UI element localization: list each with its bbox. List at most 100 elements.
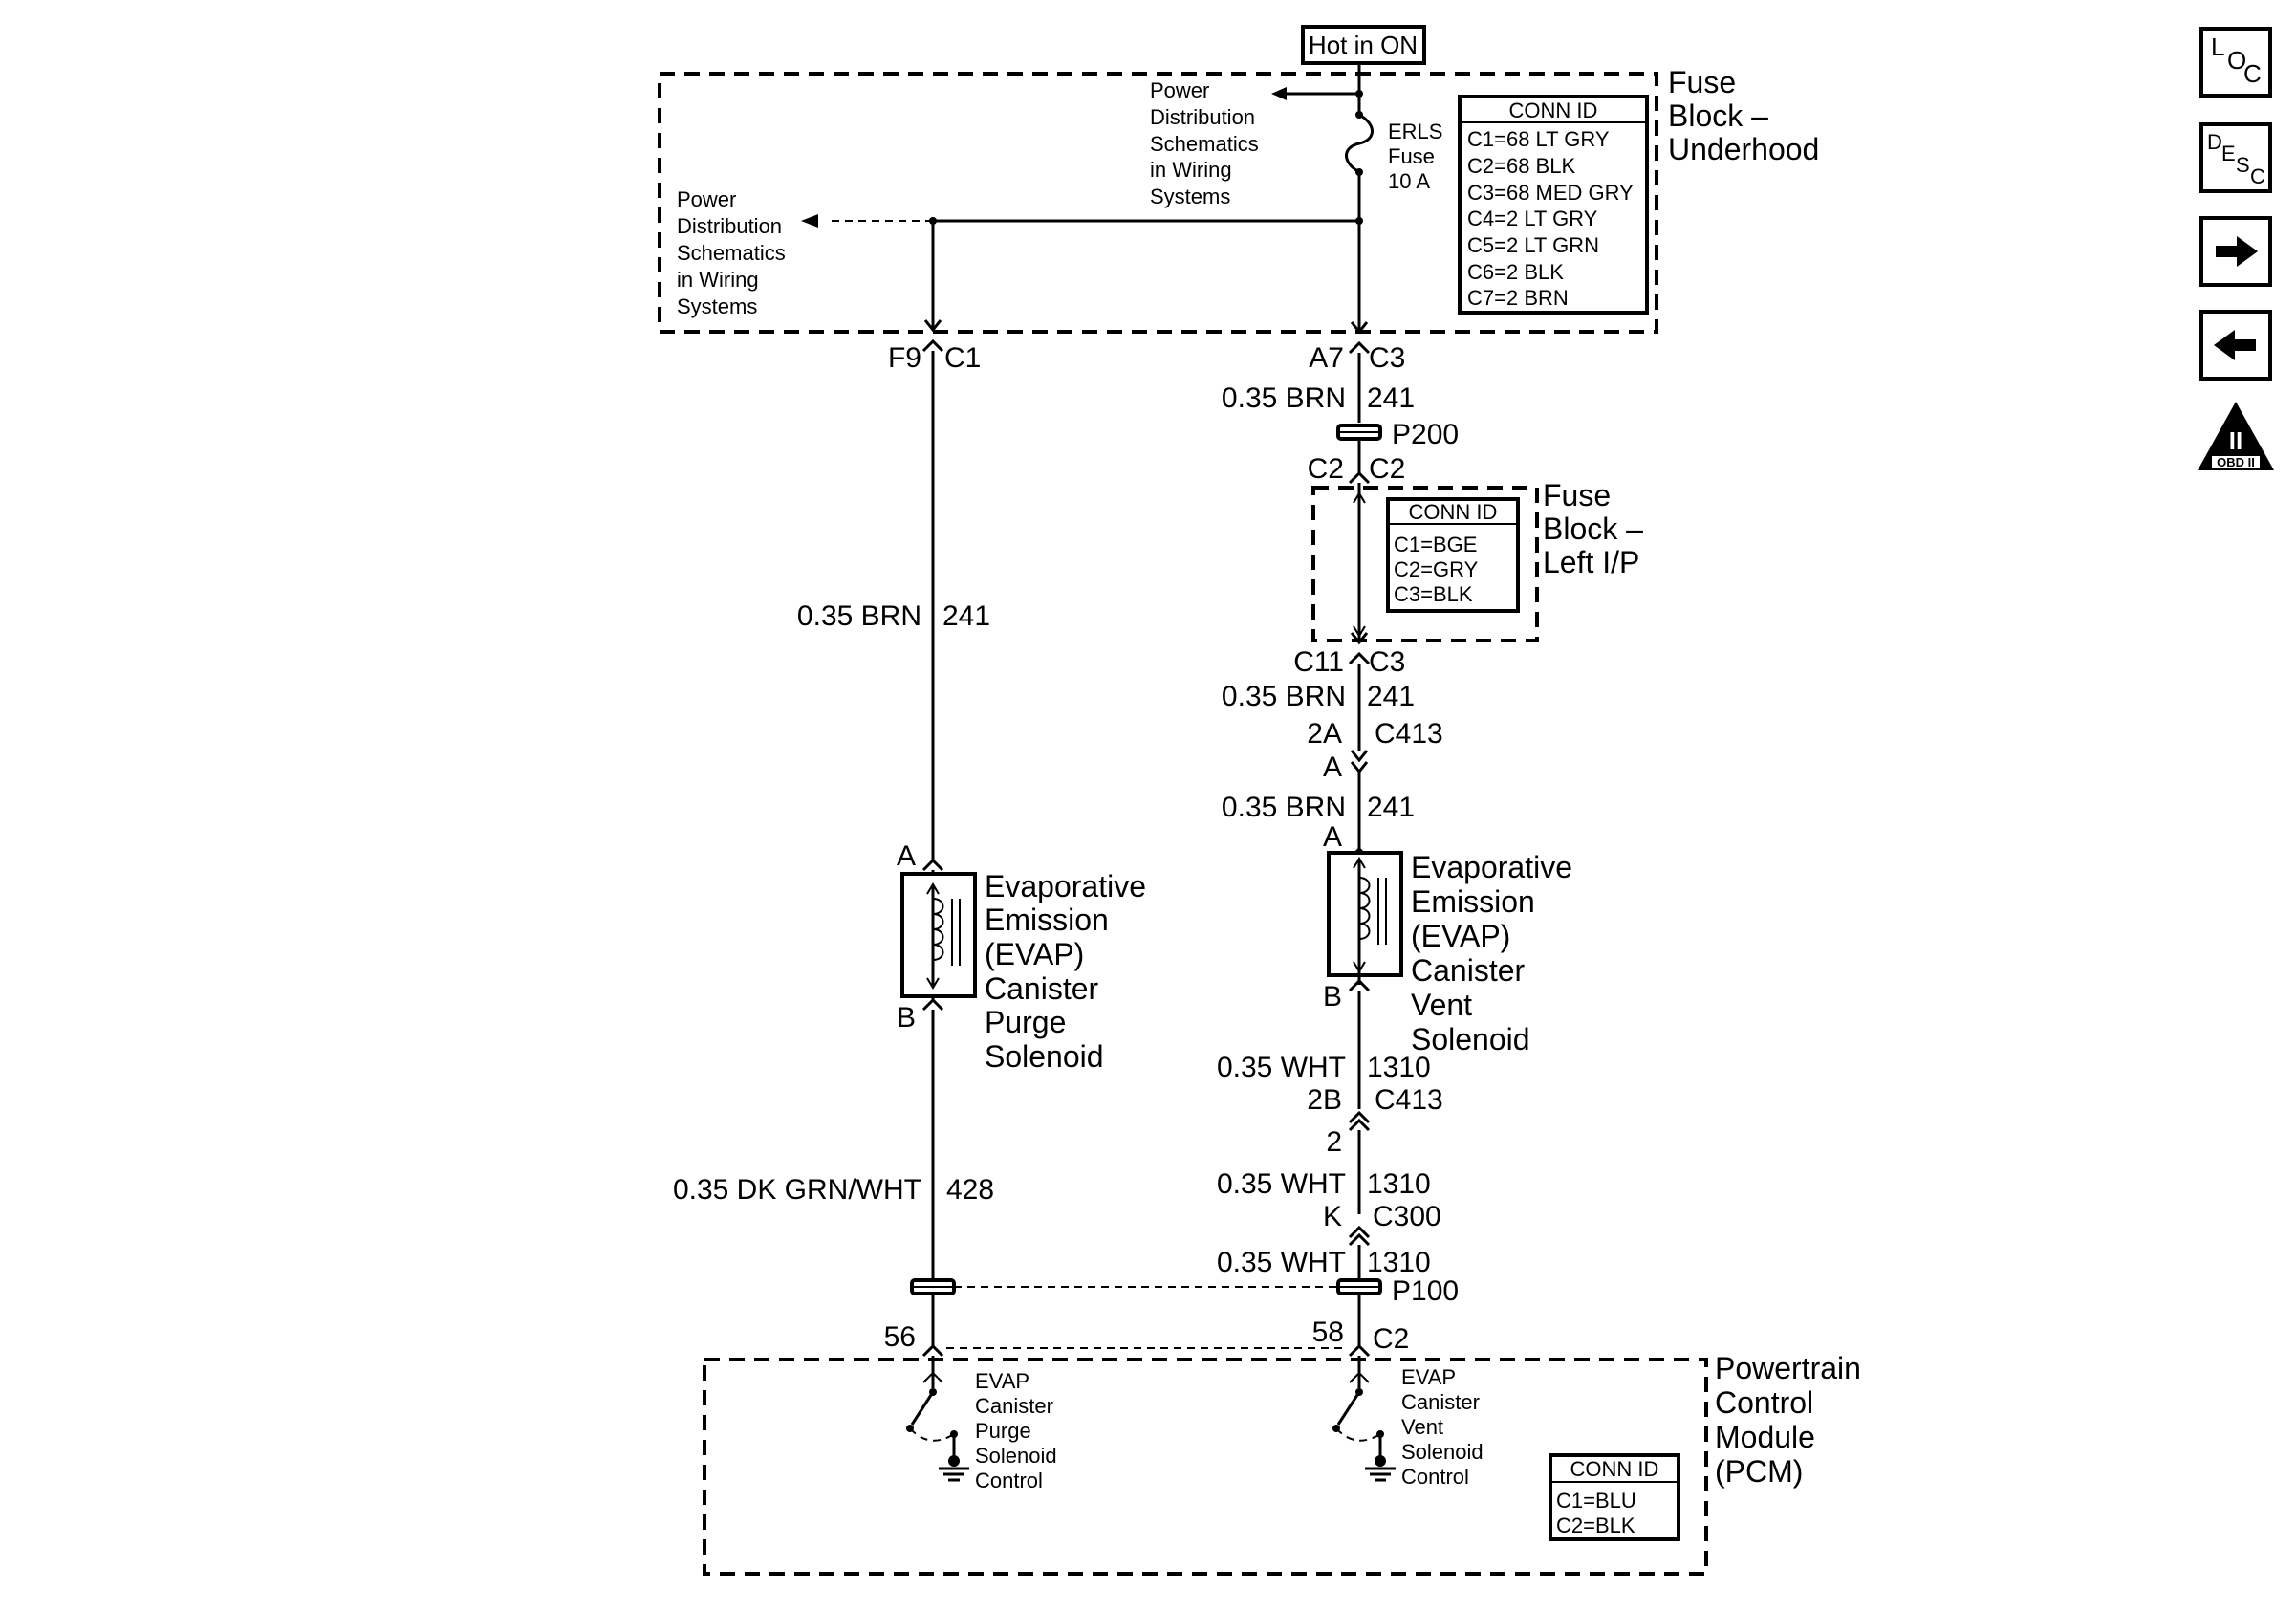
svg-text:Underhood: Underhood bbox=[1668, 132, 1819, 166]
svg-text:C3=68 MED GRY: C3=68 MED GRY bbox=[1467, 181, 1634, 205]
svg-text:Distribution: Distribution bbox=[677, 214, 782, 238]
pcm-title: Powertrain Control Module (PCM) bbox=[1715, 1351, 1861, 1489]
vent-return-circuit-1: 1310 bbox=[1367, 1052, 1431, 1083]
connector-c3: C3 bbox=[1369, 342, 1405, 374]
obd-text: OBD II bbox=[2217, 455, 2255, 469]
purge-return-color: 0.35 DK GRN/WHT bbox=[673, 1174, 921, 1206]
arrow-right-icon bbox=[2216, 236, 2258, 267]
desc-button[interactable]: D E S C bbox=[2199, 122, 2272, 193]
vent-arrow-down bbox=[1353, 961, 1366, 973]
p200-label: P200 bbox=[1392, 419, 1459, 450]
purge-wire-color: 0.35 BRN bbox=[797, 600, 921, 632]
svg-text:Left I/P: Left I/P bbox=[1543, 545, 1639, 579]
vent-solenoid-box bbox=[1327, 851, 1403, 977]
svg-text:Schematics: Schematics bbox=[677, 241, 786, 265]
svg-text:Vent: Vent bbox=[1401, 1415, 1443, 1439]
svg-text:Solenoid: Solenoid bbox=[1411, 1022, 1530, 1056]
svg-text:Purge: Purge bbox=[985, 1005, 1066, 1039]
pcm-outline bbox=[703, 1358, 1708, 1576]
svg-text:C1=BLU: C1=BLU bbox=[1556, 1489, 1636, 1513]
obd-ii-button[interactable]: II OBD II bbox=[2198, 402, 2274, 470]
purge-control-switch-icon bbox=[906, 1356, 969, 1482]
connector-c413-b: C413 bbox=[1375, 1084, 1443, 1116]
svg-text:Power: Power bbox=[1150, 78, 1209, 102]
connector-chevron-16 bbox=[1348, 1118, 1371, 1132]
pin-56: 56 bbox=[884, 1321, 916, 1353]
purge-return-circuit: 428 bbox=[946, 1174, 994, 1206]
svg-text:10 A: 10 A bbox=[1388, 169, 1430, 193]
purge-coil-icon bbox=[932, 898, 944, 961]
svg-text:C2=GRY: C2=GRY bbox=[1394, 557, 1479, 581]
svg-text:EVAP: EVAP bbox=[1401, 1365, 1456, 1389]
svg-text:ERLS: ERLS bbox=[1388, 120, 1442, 143]
connector-chevron-4 bbox=[921, 997, 944, 1012]
pin-58: 58 bbox=[1312, 1317, 1344, 1348]
svg-text:EVAP: EVAP bbox=[975, 1369, 1029, 1393]
svg-text:Fuse: Fuse bbox=[1388, 144, 1435, 168]
vent-return-color-2: 0.35 WHT bbox=[1217, 1168, 1346, 1200]
hot-in-on-box bbox=[1301, 25, 1426, 65]
pin-2a: 2A bbox=[1307, 718, 1342, 750]
arrow-left-nav-icon bbox=[2214, 330, 2256, 360]
vent-solenoid-label: Evaporative Emission (EVAP) Canister Ven… bbox=[1411, 850, 1572, 1056]
p100-label: P100 bbox=[1392, 1275, 1459, 1307]
vent-return-circuit-3: 1310 bbox=[1367, 1247, 1431, 1278]
svg-text:Control: Control bbox=[1715, 1385, 1813, 1420]
pin-2: 2 bbox=[1326, 1126, 1342, 1158]
connector-chevron-6 bbox=[1350, 321, 1369, 335]
fuse-block-left-ip-outline bbox=[1311, 486, 1539, 642]
pin-k: K bbox=[1323, 1201, 1342, 1232]
purge-arrow-up bbox=[926, 882, 940, 895]
arrow-left-icon bbox=[1271, 87, 1287, 100]
svg-text:Powertrain: Powertrain bbox=[1715, 1351, 1861, 1385]
svg-text:Vent: Vent bbox=[1411, 988, 1472, 1022]
pin-2b: 2B bbox=[1307, 1084, 1342, 1116]
loc-button[interactable]: L O C bbox=[2199, 27, 2272, 98]
connector-c2: C2 bbox=[1369, 453, 1405, 485]
pin-a7: A7 bbox=[1309, 342, 1344, 374]
svg-text:C2=BLK: C2=BLK bbox=[1556, 1513, 1635, 1537]
pin-a-c413: A bbox=[1323, 751, 1342, 783]
next-button[interactable] bbox=[2199, 216, 2272, 287]
connector-chevron-12 bbox=[1350, 761, 1369, 774]
svg-text:Canister: Canister bbox=[975, 1394, 1053, 1418]
vent-return-circuit-2: 1310 bbox=[1367, 1168, 1431, 1200]
svg-text:in Wiring: in Wiring bbox=[1150, 158, 1232, 182]
vent-wire-circuit-1: 241 bbox=[1367, 382, 1415, 414]
left-ip-conn-id-table: CONN ID C1=BGE C2=GRY C3=BLK bbox=[1386, 497, 1520, 613]
pin-c2: C2 bbox=[1308, 453, 1344, 485]
svg-text:Solenoid: Solenoid bbox=[1401, 1440, 1484, 1464]
svg-text:C1=68 LT GRY: C1=68 LT GRY bbox=[1467, 127, 1610, 151]
left-ip-title: Fuse Block – Left I/P bbox=[1543, 478, 1643, 579]
purge-pin-a: A bbox=[897, 840, 916, 872]
connector-c1: C1 bbox=[944, 342, 981, 374]
svg-text:Control: Control bbox=[975, 1469, 1043, 1492]
connector-chevron-10 bbox=[1348, 651, 1371, 665]
svg-text:Module: Module bbox=[1715, 1420, 1815, 1454]
svg-text:Control: Control bbox=[1401, 1465, 1469, 1489]
purge-control-label: EVAP Canister Purge Solenoid Control bbox=[975, 1369, 1057, 1492]
connector-chevron-2 bbox=[921, 338, 944, 353]
hot-in-on-label: Hot in ON bbox=[1309, 31, 1418, 59]
fuse-label: ERLS Fuse 10 A bbox=[1388, 120, 1442, 193]
back-button[interactable] bbox=[2199, 310, 2272, 381]
power-dist-label-left: Power Distribution Schematics in Wiring … bbox=[677, 187, 786, 318]
vent-coil-icon bbox=[1358, 877, 1371, 940]
pin-c11: C11 bbox=[1293, 646, 1344, 678]
fuse-block-underhood-outline bbox=[658, 72, 1658, 334]
connector-chevron-8 bbox=[1348, 470, 1371, 485]
obd-numeral: II bbox=[2229, 426, 2242, 455]
svg-text:Fuse: Fuse bbox=[1668, 65, 1736, 99]
purge-solenoid-label: Evaporative Emission (EVAP) Canister Pur… bbox=[985, 869, 1146, 1074]
svg-text:Block –: Block – bbox=[1543, 512, 1643, 546]
svg-text:Canister: Canister bbox=[1411, 953, 1526, 988]
svg-text:Evaporative: Evaporative bbox=[1411, 850, 1572, 884]
underhood-conn-id-table: CONN ID C1=68 LT GRY C2=68 BLK C3=68 MED… bbox=[1458, 95, 1649, 315]
connector-chevron-5 bbox=[921, 1343, 944, 1358]
left-ip-arrow-up bbox=[1353, 491, 1366, 504]
obd-ii-triangle-icon bbox=[2198, 402, 2274, 470]
svg-text:C4=2 LT GRY: C4=2 LT GRY bbox=[1467, 207, 1598, 230]
svg-text:C6=2 BLK: C6=2 BLK bbox=[1467, 260, 1564, 284]
pcm-conn-header: CONN ID bbox=[1570, 1457, 1659, 1481]
vent-pin-a: A bbox=[1323, 821, 1342, 853]
